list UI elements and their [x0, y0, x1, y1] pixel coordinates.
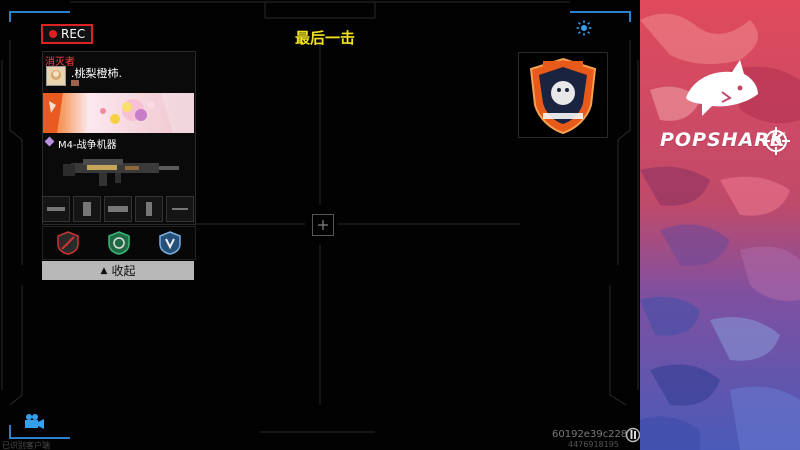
camera-icon[interactable]: [23, 412, 45, 434]
rank-icon: [71, 80, 79, 86]
collapse-label: 收起: [111, 264, 136, 278]
hud-frame: [1, 1, 639, 439]
perk-shield-green-icon: [108, 231, 130, 255]
collapse-button[interactable]: ▲ 收起: [42, 261, 194, 280]
attachment-slot: [135, 196, 163, 222]
kill-cam-title: 最后一击: [294, 29, 355, 47]
triangle-up-icon: ▲: [100, 265, 108, 276]
attachment-slot: [104, 196, 132, 222]
session-id: 60192e39c2284: [552, 429, 634, 440]
killer-label: 消灭者: [45, 57, 75, 68]
attachment-slot: [42, 196, 70, 222]
side-panel: POPSHARK: [640, 0, 800, 450]
client-status: 已识别客户端: [2, 441, 50, 450]
target-icon: [762, 127, 790, 155]
player-avatar: [46, 66, 66, 86]
brand-logo-text: POPSHARK: [660, 129, 786, 151]
engine-logo-icon: [625, 425, 640, 449]
camouflage-background: [640, 0, 800, 450]
player-banner: [43, 93, 194, 133]
rec-label: REC: [61, 27, 86, 41]
attachment-slot: [73, 196, 101, 222]
attachment-slots: [42, 196, 194, 222]
perk-shield-blue-icon: [158, 231, 181, 255]
record-dot-icon: [49, 30, 57, 38]
rec-indicator: REC: [41, 24, 93, 44]
settings-sun-icon[interactable]: [576, 20, 592, 40]
attachment-slot: [166, 196, 194, 222]
game-viewport: REC 最后一击 消灭者 .桃梨橙柿.: [0, 0, 640, 450]
player-name: .桃梨橙柿.: [71, 67, 122, 80]
team-emblem: [518, 52, 608, 138]
session-id-secondary: 4476918195: [568, 440, 619, 449]
perk-shield-red-icon: [57, 231, 80, 255]
weapon-image: [63, 159, 179, 186]
perk-row: [42, 226, 196, 260]
crosshair-icon: [312, 214, 334, 236]
weapon-rarity-icon: [44, 136, 55, 147]
weapon-name: M4-战争机器: [58, 140, 117, 151]
shark-logo-icon: [686, 60, 758, 116]
